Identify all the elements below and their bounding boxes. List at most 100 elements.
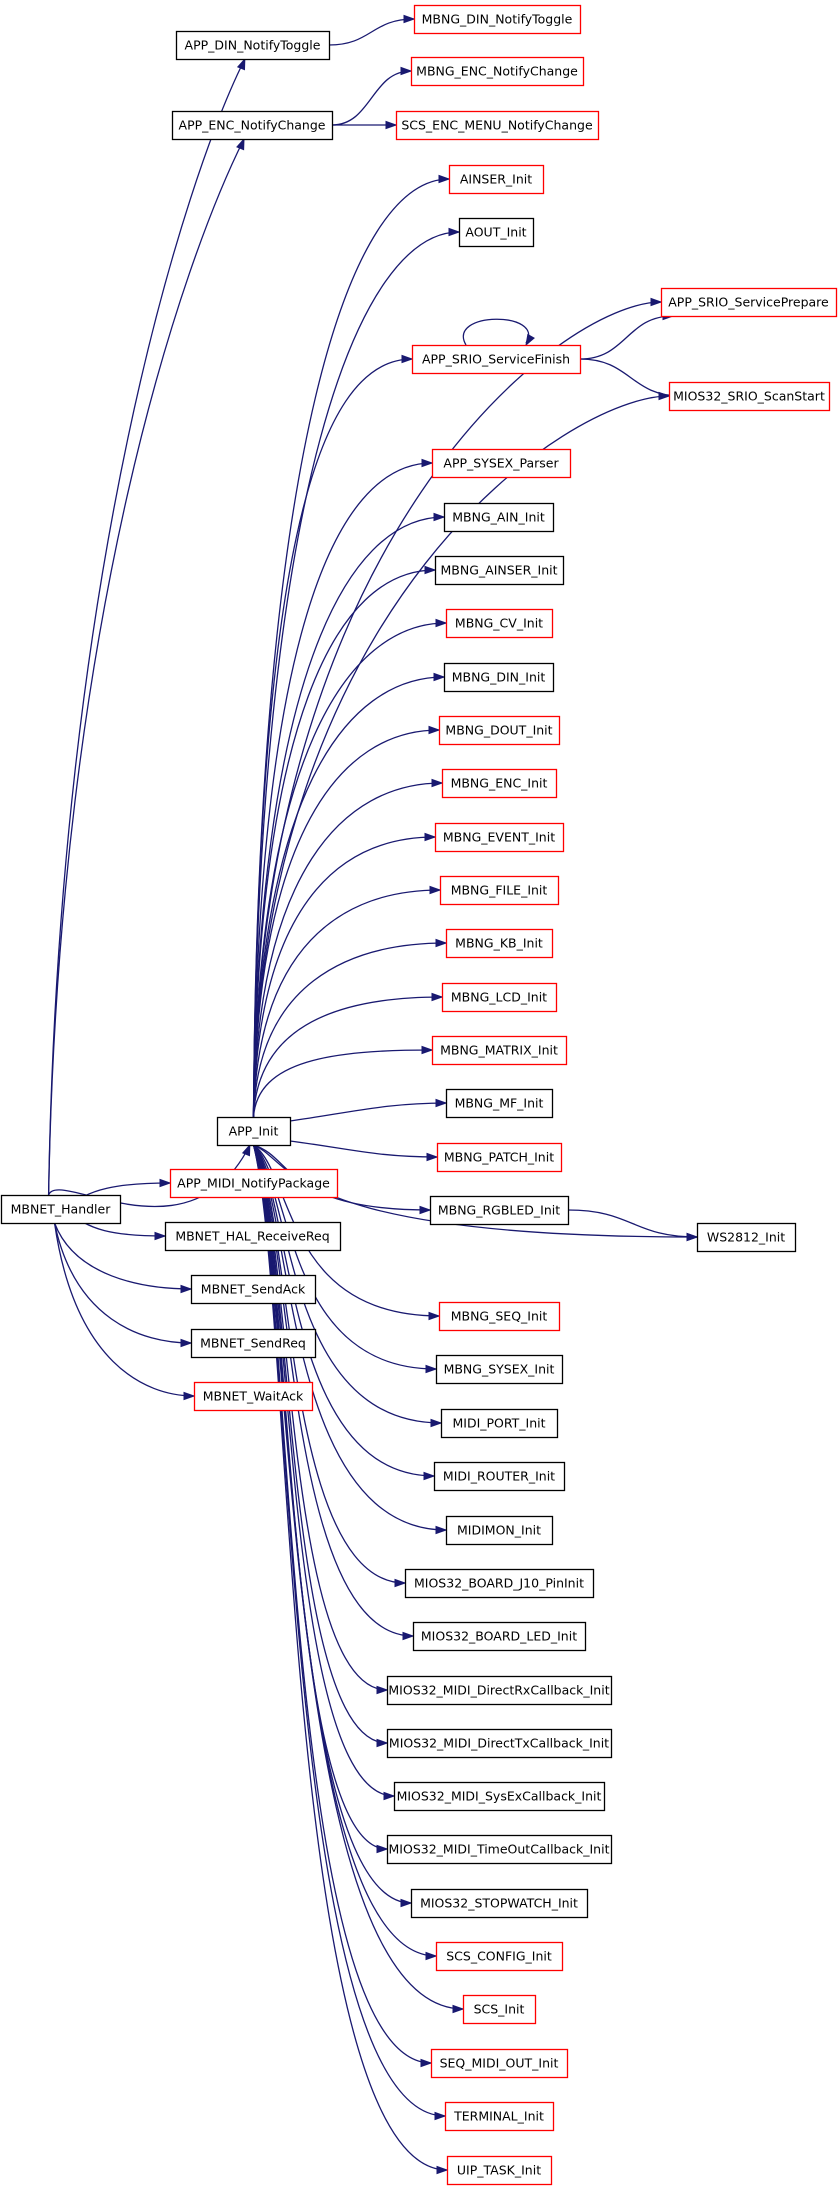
node-mbng-file-init[interactable]: MBNG_FILE_Init xyxy=(439,875,560,906)
node-label: TERMINAL_Init xyxy=(453,2109,544,2124)
edge-app_init-to-mbng_sysex_init-arrowhead xyxy=(425,1364,438,1374)
node-mbng-kb-init[interactable]: MBNG_KB_Init xyxy=(445,928,554,959)
node-midi-router-init[interactable]: MIDI_ROUTER_Init xyxy=(433,1461,566,1492)
edge-app_init-to-mbng_din_init-arrowhead xyxy=(433,672,446,682)
edge-app_init-to-mbng_enc_init xyxy=(252,782,443,1118)
edge-app_init-to-ainser_init xyxy=(252,178,450,1118)
node-mbng-event-init[interactable]: MBNG_EVENT_Init xyxy=(434,822,565,853)
edge-mbnet_handler-to-mbnet_hal_receivereq-arrowhead xyxy=(154,1231,167,1241)
edge-app_init-to-ainser_init-arrowhead xyxy=(438,174,451,184)
node-label: MIOS32_MIDI_DirectRxCallback_Init xyxy=(388,1683,609,1698)
node-label: MBNET_Handler xyxy=(11,1202,112,1217)
node-midi-port-init[interactable]: MIDI_PORT_Init xyxy=(440,1408,559,1439)
node-label: APP_MIDI_NotifyPackage xyxy=(177,1176,330,1191)
edge-app_init-to-seq_midi_out_init-arrowhead xyxy=(420,2058,433,2068)
edge-app_init-to-mbng_kb_init xyxy=(252,942,447,1118)
edge-app_init-to-mbng_ain_init xyxy=(252,516,445,1118)
node-label: MIDI_PORT_Init xyxy=(452,1416,545,1431)
node-mios32-stopwatch-init[interactable]: MIOS32_STOPWATCH_Init xyxy=(410,1888,589,1919)
node-midimon-init[interactable]: MIDIMON_Init xyxy=(445,1515,554,1546)
node-mios32-board-led-init[interactable]: MIOS32_BOARD_LED_Init xyxy=(412,1621,587,1652)
node-seq-midi-out-init[interactable]: SEQ_MIDI_OUT_Init xyxy=(430,2048,569,2079)
node-mios32-midi-timeoutcallback-init[interactable]: MIOS32_MIDI_TimeOutCallback_Init xyxy=(386,1834,613,1865)
node-label: MIOS32_STOPWATCH_Init xyxy=(420,1896,578,1911)
node-mbnet-sendack[interactable]: MBNET_SendAck xyxy=(190,1274,317,1305)
node-mbng-cv-init[interactable]: MBNG_CV_Init xyxy=(445,608,554,639)
edge-app_init-to-app_sysex_parser xyxy=(252,462,433,1118)
node-label: MIDI_ROUTER_Init xyxy=(443,1469,555,1484)
node-scs-enc-menu-notifychange[interactable]: SCS_ENC_MENU_NotifyChange xyxy=(395,110,600,141)
node-app-midi-notifypackage[interactable]: APP_MIDI_NotifyPackage xyxy=(169,1168,339,1199)
node-aout-init[interactable]: AOUT_Init xyxy=(458,217,535,248)
node-label: MIOS32_BOARD_J10_PinInit xyxy=(414,1576,584,1591)
edge-app_init-to-mios32_board_led_init-arrowhead xyxy=(402,1631,415,1641)
node-app-sysex-parser[interactable]: APP_SYSEX_Parser xyxy=(431,448,572,479)
node-mios32-board-j10-pininit[interactable]: MIOS32_BOARD_J10_PinInit xyxy=(404,1568,595,1599)
node-mbng-mf-init[interactable]: MBNG_MF_Init xyxy=(445,1088,554,1119)
node-mbng-enc-init[interactable]: MBNG_ENC_Init xyxy=(441,768,558,799)
node-mbnet-sendreq[interactable]: MBNET_SendReq xyxy=(190,1328,317,1359)
node-uip-task-init[interactable]: UIP_TASK_Init xyxy=(446,2155,553,2186)
node-mbnet-waitack[interactable]: MBNET_WaitAck xyxy=(193,1381,314,1412)
node-mbng-din-notifytoggle[interactable]: MBNG_DIN_NotifyToggle xyxy=(413,4,582,35)
node-scs-config-init[interactable]: SCS_CONFIG_Init xyxy=(435,1941,564,1972)
node-app-init[interactable]: APP_Init xyxy=(216,1116,292,1147)
edge-app_init-to-mbng_ain_init-arrowhead xyxy=(433,512,446,522)
node-app-srio-serviceprepare[interactable]: APP_SRIO_ServicePrepare xyxy=(660,287,838,318)
node-mbng-patch-init[interactable]: MBNG_PATCH_Init xyxy=(436,1142,563,1173)
node-mbng-dout-init[interactable]: MBNG_DOUT_Init xyxy=(438,715,561,746)
node-label: MBNG_PATCH_Init xyxy=(444,1150,554,1165)
edge-mbnet_handler-to-app_midi_notifypackage-arrowhead xyxy=(159,1178,172,1188)
node-label: APP_SYSEX_Parser xyxy=(443,456,559,471)
node-box xyxy=(395,110,600,141)
edge-app_init-to-midimon_init-arrowhead xyxy=(435,1525,448,1535)
node-app-din-notifytoggle[interactable]: APP_DIN_NotifyToggle xyxy=(175,30,331,61)
edge-app_init-to-app_srio_serviceprepare xyxy=(252,301,662,1118)
edge-app_init-to-mios32_midi_directrxcallback_init xyxy=(252,1144,388,1691)
node-mbng-rgbled-init[interactable]: MBNG_RGBLED_Init xyxy=(429,1195,570,1226)
edge-app_init-to-mbng_enc_init-arrowhead xyxy=(431,778,444,788)
node-ws2812-init[interactable]: WS2812_Init xyxy=(696,1222,797,1253)
node-box xyxy=(660,287,838,318)
node-terminal-init[interactable]: TERMINAL_Init xyxy=(444,2101,555,2132)
edge-app_srio_servicefinish-to-mios32_srio_scanstart xyxy=(579,358,682,397)
node-ainser-init[interactable]: AINSER_Init xyxy=(448,164,545,195)
edge-app_init-to-mbng_patch_init xyxy=(289,1140,438,1158)
node-label: MBNG_MF_Init xyxy=(455,1096,544,1111)
node-app-srio-servicefinish[interactable]: APP_SRIO_ServiceFinish xyxy=(411,344,582,375)
node-label: SCS_CONFIG_Init xyxy=(446,1949,552,1964)
node-mios32-midi-directrxcallback-init[interactable]: MIOS32_MIDI_DirectRxCallback_Init xyxy=(386,1675,613,1706)
node-label: MBNG_MATRIX_Init xyxy=(440,1043,558,1058)
node-mbnet-handler[interactable]: MBNET_Handler xyxy=(0,1194,122,1225)
node-box xyxy=(435,1941,564,1972)
node-mbng-din-init[interactable]: MBNG_DIN_Init xyxy=(443,662,555,693)
node-mbng-enc-notifychange[interactable]: MBNG_ENC_NotifyChange xyxy=(410,56,585,87)
node-box xyxy=(438,715,561,746)
node-label: MBNG_FILE_Init xyxy=(451,883,548,898)
node-label: MBNG_ENC_Init xyxy=(451,776,548,791)
node-box xyxy=(413,4,582,35)
node-box xyxy=(433,1461,566,1492)
edge-app_enc_notifychange-to-mbng_enc_notifychange xyxy=(331,70,412,126)
edge-app_init-to-mbng_kb_init-arrowhead xyxy=(435,938,448,948)
node-scs-init[interactable]: SCS_Init xyxy=(462,1994,537,2025)
node-label: MBNG_SYSEX_Init xyxy=(444,1362,555,1377)
node-mbng-lcd-init[interactable]: MBNG_LCD_Init xyxy=(441,982,558,1013)
node-box xyxy=(444,2101,555,2132)
node-mbng-sysex-init[interactable]: MBNG_SYSEX_Init xyxy=(435,1354,564,1385)
node-app-enc-notifychange[interactable]: APP_ENC_NotifyChange xyxy=(171,110,334,141)
node-mbnet-hal-receivereq[interactable]: MBNET_HAL_ReceiveReq xyxy=(164,1221,342,1252)
edge-app_init-to-mbng_matrix_init xyxy=(252,1049,433,1118)
node-mios32-srio-scanstart[interactable]: MIOS32_SRIO_ScanStart xyxy=(668,381,831,412)
node-mbng-matrix-init[interactable]: MBNG_MATRIX_Init xyxy=(431,1035,568,1066)
node-label: MBNG_ENC_NotifyChange xyxy=(416,64,578,79)
node-mbng-seq-init[interactable]: MBNG_SEQ_Init xyxy=(438,1301,561,1332)
node-label: MIOS32_BOARD_LED_Init xyxy=(421,1629,577,1644)
node-mbng-ainser-init[interactable]: MBNG_AINSER_Init xyxy=(434,555,565,586)
node-mios32-midi-directtxcallback-init[interactable]: MIOS32_MIDI_DirectTxCallback_Init xyxy=(386,1728,613,1759)
node-mios32-midi-sysexcallback-init[interactable]: MIOS32_MIDI_SysExCallback_Init xyxy=(393,1781,606,1812)
edge-app_init-to-mbng_rgbled_init-arrowhead xyxy=(419,1205,432,1215)
node-label: MBNG_AIN_Init xyxy=(452,510,545,525)
node-mbng-ain-init[interactable]: MBNG_AIN_Init xyxy=(443,502,555,533)
edge-app_init-to-mbng_lcd_init xyxy=(252,996,443,1118)
